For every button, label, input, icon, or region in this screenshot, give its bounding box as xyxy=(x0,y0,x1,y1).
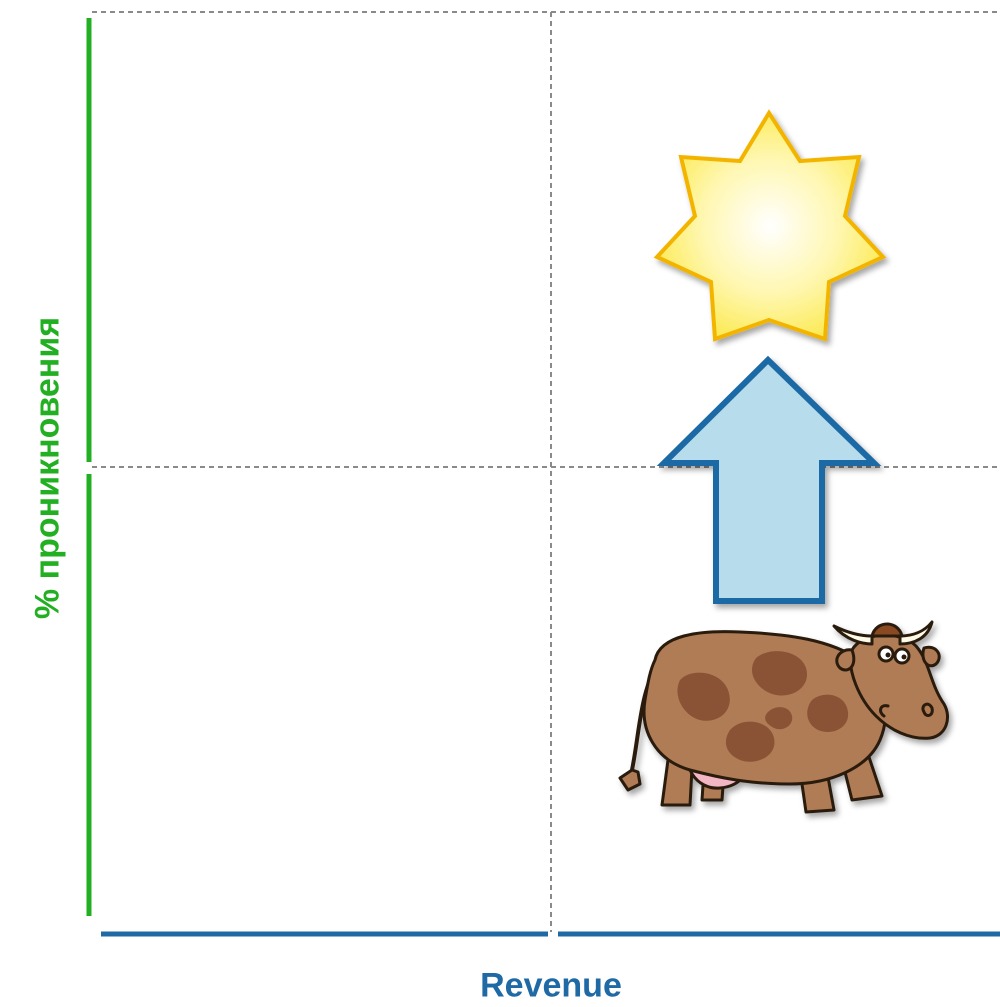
x-axis-label: Revenue xyxy=(480,966,622,1005)
arrow-up-icon xyxy=(656,355,882,604)
cash-cow-icon xyxy=(618,620,949,814)
quadrant-grid xyxy=(92,11,1000,932)
star-icon xyxy=(653,109,887,342)
y-axis-label: % проникновения xyxy=(28,316,67,620)
